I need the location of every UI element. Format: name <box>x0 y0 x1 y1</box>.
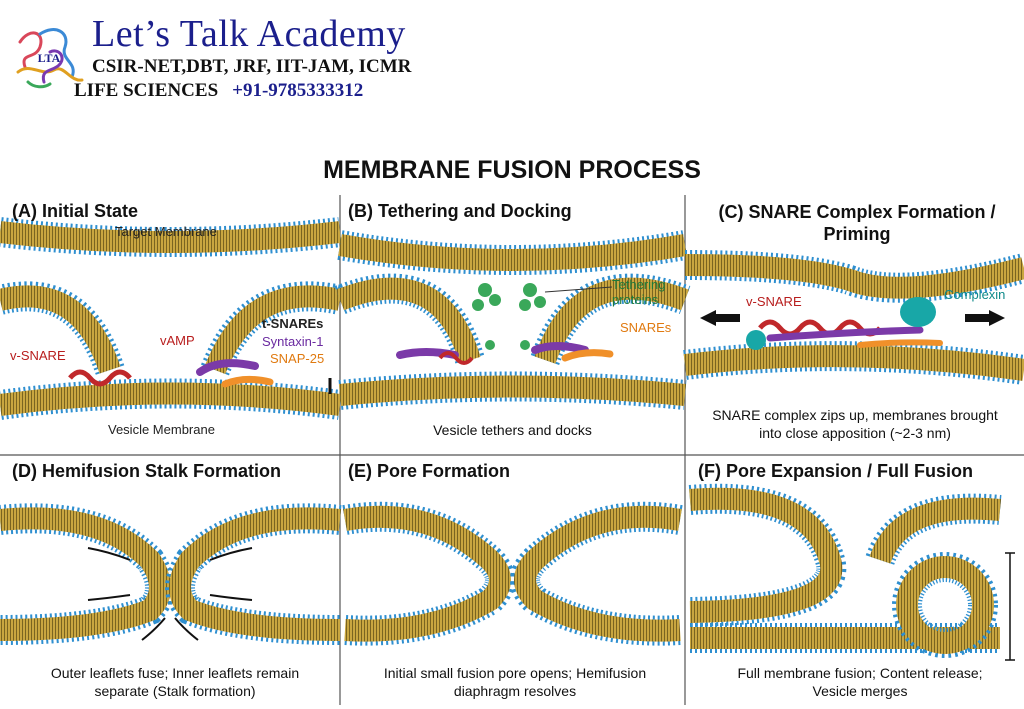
syntaxin-label: Syntaxin-1 <box>262 334 324 349</box>
tsnares-label: t-SNAREs <box>262 316 324 331</box>
vamp-label: vAMP <box>160 333 195 348</box>
header: LTA Let’s Talk Academy CSIR-NET,DBT, JRF… <box>0 0 1024 130</box>
vesicle-membrane <box>0 378 343 420</box>
brand-name: Let’s Talk Academy <box>92 13 406 55</box>
panel-b-graphic <box>334 230 691 410</box>
brand-subline: LIFE SCIENCES +91-9785333312 <box>74 80 363 102</box>
target-membrane-label: Target Membrane <box>115 224 217 239</box>
panel-e-title: (E) Pore Formation <box>348 461 511 481</box>
brand-phone: +91-9785333312 <box>232 80 364 101</box>
syntaxin-a <box>196 359 259 376</box>
arrows-c <box>700 310 1005 326</box>
vsnare-helix-a <box>68 369 132 387</box>
target-membrane <box>0 217 342 257</box>
panel-d-caption: Outer leaflets fuse; Inner leaflets rema… <box>50 665 300 699</box>
panel-a-title: (A) Initial State <box>12 201 139 221</box>
panel-f-graphic <box>688 483 1015 661</box>
scale-bar-f <box>1005 552 1015 661</box>
vesicle-membrane-label: Vesicle Membrane <box>108 422 215 437</box>
panel-c-title: (C) SNARE Complex Formation / Priming <box>718 202 996 244</box>
panel-f-caption: Full membrane fusion; Content release; V… <box>737 665 983 699</box>
snares-label: SNAREs <box>620 320 672 335</box>
tethering-proteins-label: Tethering proteins <box>612 277 666 307</box>
logo-text: LTA <box>38 51 61 65</box>
panel-e-caption: Initial small fusion pore opens; Hemifus… <box>383 665 647 699</box>
vesicle-right <box>201 281 344 376</box>
panel-a-graphic <box>0 217 344 420</box>
snap25-label: SNAP-25 <box>270 351 325 366</box>
panel-c-graphic <box>683 250 1024 385</box>
panel-d-graphic <box>0 503 342 645</box>
panel-b-caption: Vesicle tethers and docks <box>433 422 592 438</box>
brand-subject: LIFE SCIENCES <box>74 80 219 101</box>
tethering-proteins <box>472 283 546 350</box>
vsnare-label-c: v-SNARE <box>746 294 802 309</box>
academy-logo-icon: LTA <box>16 28 84 89</box>
vesicle-left <box>0 281 125 376</box>
vsnare-label-a: v-SNARE <box>10 348 66 363</box>
panel-f-title: (F) Pore Expansion / Full Fusion <box>698 461 974 481</box>
panel-b-title: (B) Tethering and Docking <box>348 201 572 221</box>
panel-c-caption: SNARE complex zips up, membranes brought… <box>712 407 998 441</box>
membrane-fusion-diagram <box>0 195 1024 705</box>
panel-e-graphic <box>342 501 683 646</box>
diagram-title: MEMBRANE FUSION PROCESS <box>323 156 701 184</box>
arrows-d <box>87 547 253 641</box>
complexin-label: Complexin <box>944 287 1006 302</box>
panel-d-title: (D) Hemifusion Stalk Formation <box>12 461 282 481</box>
snap25-a <box>221 375 274 388</box>
brand-tagline: CSIR-NET,DBT, JRF, IIT-JAM, ICMR <box>92 56 412 77</box>
